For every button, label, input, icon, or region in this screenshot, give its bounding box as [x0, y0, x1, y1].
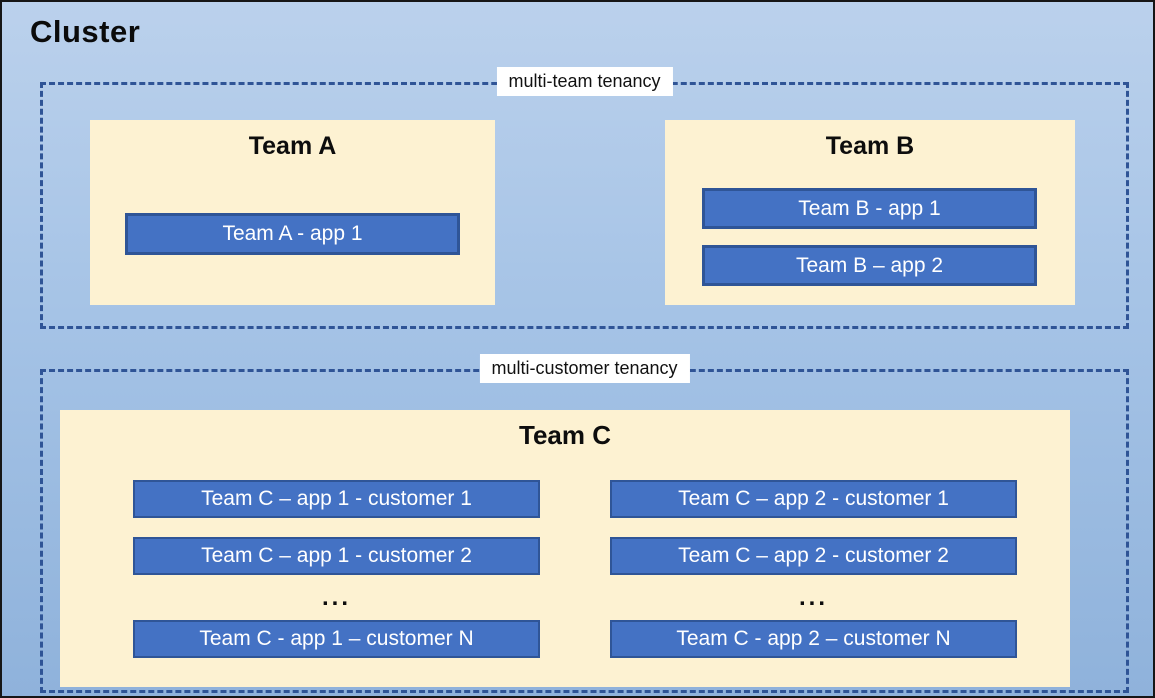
- app-c2-customer-n: Team C - app 2 – customer N: [610, 620, 1017, 658]
- zone-multi-customer-label: multi-customer tenancy: [479, 354, 690, 383]
- team-c-app1-column: Team C – app 1 - customer 1 Team C – app…: [133, 480, 540, 658]
- ellipsis-left: ...: [321, 583, 351, 611]
- ellipsis-right: ...: [798, 583, 828, 611]
- team-c-title: Team C: [519, 420, 611, 450]
- cluster-title: Cluster: [30, 14, 141, 49]
- team-a-box: Team A Team A - app 1: [90, 120, 495, 305]
- team-b-title: Team B: [825, 132, 915, 160]
- app-c1-customer-n: Team C - app 1 – customer N: [133, 620, 540, 658]
- app-team-a-1: Team A - app 1: [125, 213, 460, 255]
- app-c1-customer-1: Team C – app 1 - customer 1: [133, 480, 540, 518]
- team-c-app2-column: Team C – app 2 - customer 1 Team C – app…: [610, 480, 1017, 658]
- app-team-b-1: Team B - app 1: [702, 188, 1037, 229]
- team-b-box: Team B Team B - app 1 Team B – app 2: [665, 120, 1075, 305]
- zone-multi-customer: multi-customer tenancy Team C Team C – a…: [40, 354, 1129, 693]
- app-c2-customer-1: Team C – app 2 - customer 1: [610, 480, 1017, 518]
- zone-multi-team-label: multi-team tenancy: [496, 67, 673, 96]
- app-team-b-2: Team B – app 2: [702, 245, 1037, 286]
- team-c-box: Team C Team C – app 1 - customer 1 Team …: [60, 410, 1070, 687]
- team-a-title: Team A: [248, 132, 337, 160]
- app-c1-customer-2: Team C – app 1 - customer 2: [133, 537, 540, 575]
- zone-multi-team: multi-team tenancy Team A Team A - app 1…: [40, 67, 1129, 329]
- app-c2-customer-2: Team C – app 2 - customer 2: [610, 537, 1017, 575]
